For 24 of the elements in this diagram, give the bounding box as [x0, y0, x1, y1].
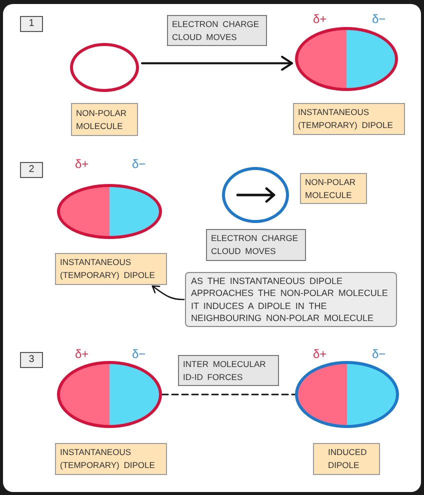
partial-charge: δ−: [372, 13, 386, 25]
step-number: 2: [20, 162, 43, 178]
dashed-line: [161, 394, 296, 396]
step-number: 3: [20, 352, 43, 368]
partial-charge: δ+: [313, 13, 327, 25]
process-note: INTER MOLECULAR ID-ID FORCES: [178, 355, 279, 386]
curved-arrow: [152, 285, 185, 300]
partial-charge: δ−: [132, 348, 146, 360]
molecule-label: NON-POLAR MOLECULE: [71, 103, 138, 136]
partial-charge: δ+: [75, 158, 89, 170]
process-note: ELECTRON CHARGE CLOUD MOVES: [206, 229, 306, 261]
partial-charge: δ−: [372, 348, 386, 360]
partial-charge: δ−: [132, 158, 146, 170]
molecule-label: INSTANTANEOUS (TEMPORARY) DIPOLE: [293, 103, 405, 135]
molecule-label: NON-POLAR MOLECULE: [300, 173, 367, 204]
arrow: [141, 56, 293, 71]
molecule-label: INSTANTANEOUS (TEMPORARY) DIPOLE: [55, 443, 167, 475]
molecule-label: INDUCED DIPOLE: [313, 443, 380, 475]
partial-charge: δ+: [313, 348, 327, 360]
partial-charge: δ+: [75, 348, 89, 360]
molecule-label: INSTANTANEOUS (TEMPORARY) DIPOLE: [55, 253, 167, 285]
step-number: 1: [20, 16, 43, 32]
explanation-note: AS THE INSTANTANEOUS DIPOLE APPROACHES THE NON-POLAR MOLECULE IT INDUCES A DIPOLE IN THE NEIGHBOURING NON-POLAR MOLECULE: [185, 272, 397, 327]
process-note: ELECTRON CHARGE CLOUD MOVES: [167, 15, 267, 46]
